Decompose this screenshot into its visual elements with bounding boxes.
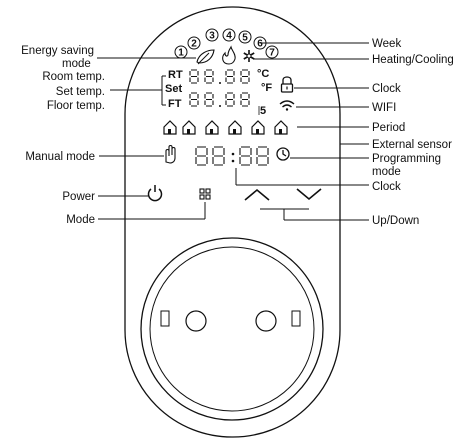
mode-button[interactable] [199,188,211,200]
wifi-icon [279,100,295,111]
label-clock-bottom: Clock [372,181,401,193]
label-programming: Programming [372,153,441,165]
label-period: Period [372,122,405,134]
snowflake-icon [243,50,255,62]
week-day-indicators: 1 2 3 4 5 6 7 [174,28,279,59]
label-energy-saving: Energy saving [21,45,94,57]
week-day-4: 4 [222,28,236,42]
label-set-temp: Set temp. [56,86,105,98]
label-external-sensor: External sensor [372,139,452,151]
week-day-4-label: 4 [226,31,232,42]
period-2-icon [182,120,196,135]
temperature-digits [189,69,250,107]
label-wifi: WIFI [372,102,396,114]
label-week: Week [372,38,401,50]
temp-digit-row2-4 [240,92,250,107]
leaf-icon [196,49,215,65]
programming-clock-icon [276,147,290,161]
week-day-2: 2 [187,36,201,50]
temp-digit-row2-3 [225,92,235,107]
week-day-3: 3 [205,28,219,42]
label-clock-top: Clock [372,83,401,95]
fahrenheit-unit: °F [261,82,272,94]
label-up-down: Up/Down [372,215,419,227]
flame-icon [222,45,236,65]
period-4-icon [228,120,242,135]
lcd-set-label: Set [165,83,182,95]
label-energy-saving-mode: mode [62,58,91,70]
week-day-7-label: 7 [269,48,275,59]
label-mode: Mode [66,214,95,226]
period-1-icon [163,120,177,135]
clock-digit-2 [212,146,225,166]
clock-digits [195,146,269,166]
week-day-5: 5 [238,30,252,44]
label-room-temp: Room temp. [42,71,105,83]
week-day-1-label: 1 [178,48,184,59]
clock-colon-top [231,152,235,156]
socket [140,237,324,421]
temp-digit-row1-3 [225,69,235,84]
clock-digit-1 [195,146,208,166]
temp-digit-row1-2 [204,69,214,84]
temp-digit-row2-1 [189,92,199,107]
period-6-icon [274,120,288,135]
label-power: Power [62,191,95,203]
week-day-7: 7 [265,45,279,59]
clock-digit-3 [239,146,252,166]
up-button[interactable] [244,188,270,201]
clock-colon-bottom [231,159,235,163]
down-button[interactable] [296,188,322,201]
week-day-5-label: 5 [242,33,248,44]
label-manual-mode: Manual mode [25,151,95,163]
lcd-rt-label: RT [168,69,183,81]
label-programming-mode: mode [372,166,401,178]
temp-digit-row1-4 [240,69,250,84]
temp-decimal-point [219,82,221,84]
week-day-6-label: 6 [257,39,263,50]
celsius-unit: °C [257,68,269,80]
temp-decimal-point-2 [219,105,221,107]
lcd-ft-label: FT [168,98,182,110]
label-floor-temp: Floor temp. [47,100,105,112]
callout-lines [97,42,369,221]
week-day-2-label: 2 [191,39,197,50]
label-heating-cooling: Heating/Cooling [372,54,454,66]
period-5-icon [251,120,265,135]
clock-digit-4 [256,146,269,166]
hand-icon [165,144,176,164]
lock-icon [280,76,294,93]
week-day-3-label: 3 [209,31,215,42]
sensor-digit: 5 [260,105,266,117]
power-button[interactable] [147,185,163,202]
temp-digit-row1-1 [189,69,199,84]
temp-digit-row2-2 [204,92,214,107]
period-icons [163,120,288,135]
period-3-icon [205,120,219,135]
